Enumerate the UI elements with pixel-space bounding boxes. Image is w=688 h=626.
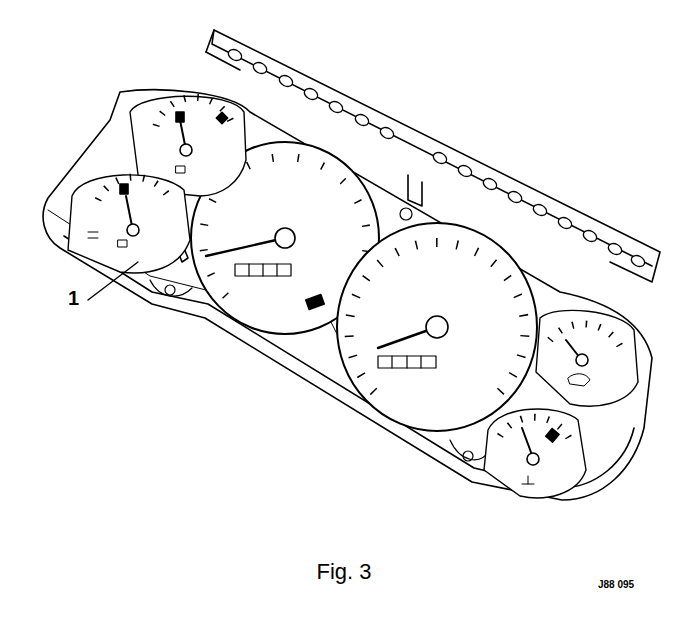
leader-line: [88, 262, 138, 300]
drawing-code: J88 095: [598, 580, 634, 590]
bezel-housing: [43, 90, 652, 500]
tachometer: [337, 223, 537, 431]
small-gauge: [536, 310, 638, 406]
callout-number: 1: [68, 288, 79, 308]
small-gauge: [68, 175, 190, 273]
figure-caption: Fig. 3: [316, 561, 371, 583]
small-gauge: [484, 409, 586, 498]
